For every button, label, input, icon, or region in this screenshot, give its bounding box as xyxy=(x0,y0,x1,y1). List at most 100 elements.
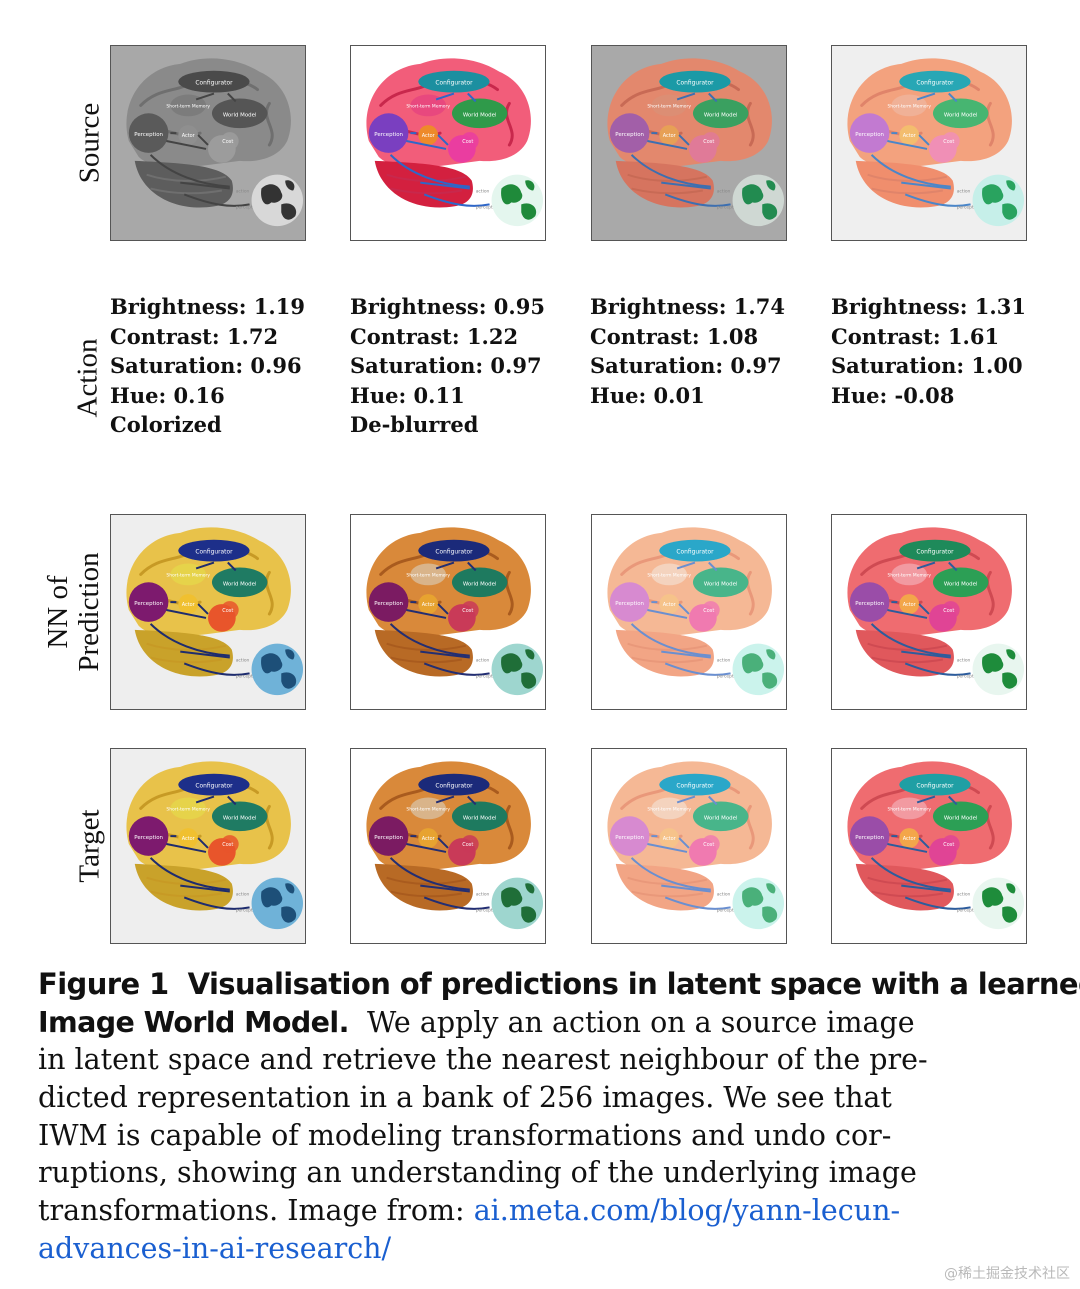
action-line: Saturation: 0.97 xyxy=(590,353,782,379)
svg-text:action: action xyxy=(717,188,731,194)
svg-text:Perception: Perception xyxy=(134,601,163,607)
svg-text:World Model: World Model xyxy=(944,112,978,118)
svg-text:Configurator: Configurator xyxy=(916,549,954,556)
svg-text:Cost: Cost xyxy=(703,608,714,614)
svg-text:World Model: World Model xyxy=(223,815,257,821)
svg-text:Actor: Actor xyxy=(422,133,436,139)
image-tile-target-3: Configurator Short-term Memory World Mod… xyxy=(591,748,787,944)
svg-text:action: action xyxy=(957,891,971,897)
svg-text:Cost: Cost xyxy=(462,608,473,614)
svg-text:action: action xyxy=(957,188,971,194)
caption-line-7-text: transformations. Image from: xyxy=(38,1194,465,1228)
image-tile-source-2: Configurator Short-term Memory World Mod… xyxy=(350,45,546,241)
svg-text:action: action xyxy=(476,891,490,897)
watermark: @稀土掘金技术社区 xyxy=(944,1266,1070,1282)
svg-text:Actor: Actor xyxy=(422,836,436,842)
svg-text:Short-term Memory: Short-term Memory xyxy=(647,103,691,109)
svg-text:Perception: Perception xyxy=(855,835,884,841)
svg-text:Configurator: Configurator xyxy=(676,783,714,790)
svg-text:Cost: Cost xyxy=(222,608,233,614)
caption-link-part1[interactable]: ai.meta.com/blog/yann-lecun- xyxy=(473,1194,901,1228)
row-label-nn-prediction-text: NN of Prediction xyxy=(42,552,105,672)
svg-text:Short-term Memory: Short-term Memory xyxy=(406,103,450,109)
svg-text:percept: percept xyxy=(717,673,734,679)
action-line: Saturation: 0.96 xyxy=(110,353,302,379)
svg-text:action: action xyxy=(957,657,971,663)
svg-text:Actor: Actor xyxy=(663,133,677,139)
svg-text:percept: percept xyxy=(476,673,493,679)
svg-text:World Model: World Model xyxy=(704,112,738,118)
svg-text:Perception: Perception xyxy=(374,601,403,607)
action-line: Saturation: 1.00 xyxy=(831,353,1023,379)
svg-text:Cost: Cost xyxy=(703,139,714,145)
caption-title-part2: Image World Model. xyxy=(38,1005,349,1039)
row-label-action-text: Action xyxy=(71,338,104,418)
caption-line-3: in latent space and retrieve the nearest… xyxy=(38,1043,928,1077)
svg-text:Cost: Cost xyxy=(462,842,473,848)
svg-text:Actor: Actor xyxy=(903,133,917,139)
svg-text:Perception: Perception xyxy=(134,132,163,138)
svg-text:Actor: Actor xyxy=(663,602,677,608)
svg-text:Cost: Cost xyxy=(943,842,954,848)
action-line: Brightness: 1.31 xyxy=(831,294,1026,319)
caption-line-1: Figure 1 Visualisation of predictions in… xyxy=(38,966,1080,1004)
svg-text:Short-term Memory: Short-term Memory xyxy=(647,572,691,578)
svg-text:Perception: Perception xyxy=(374,132,403,138)
svg-text:Perception: Perception xyxy=(134,835,163,841)
image-tile-nn-prediction-1: Configurator Short-term Memory World Mod… xyxy=(110,514,306,710)
svg-text:Cost: Cost xyxy=(222,139,233,145)
svg-text:percept: percept xyxy=(717,204,734,210)
svg-text:Actor: Actor xyxy=(663,836,677,842)
caption-line-8: advances-in-ai-research/ xyxy=(38,1230,1039,1268)
svg-text:action: action xyxy=(236,188,250,194)
svg-text:Configurator: Configurator xyxy=(435,549,473,556)
svg-text:World Model: World Model xyxy=(704,815,738,821)
row-label-source-text: Source xyxy=(73,102,106,184)
action-line: Contrast: 1.22 xyxy=(350,323,519,349)
svg-text:Perception: Perception xyxy=(855,132,884,138)
svg-text:percept: percept xyxy=(236,673,253,679)
svg-text:Short-term Memory: Short-term Memory xyxy=(887,572,931,578)
action-line: Contrast: 1.08 xyxy=(590,323,759,349)
caption-line-6: ruptions, showing an understanding of th… xyxy=(38,1156,917,1190)
image-tile-target-1: Configurator Short-term Memory World Mod… xyxy=(110,748,306,944)
svg-text:action: action xyxy=(717,891,731,897)
caption-line-4: dicted representation in a bank of 256 i… xyxy=(38,1081,892,1115)
svg-text:Cost: Cost xyxy=(462,139,473,145)
svg-text:World Model: World Model xyxy=(223,112,257,118)
action-line: Brightness: 1.74 xyxy=(590,294,785,319)
image-tile-target-4: Configurator Short-term Memory World Mod… xyxy=(831,748,1027,944)
caption-title-part1: Visualisation of predictions in latent s… xyxy=(187,967,1080,1001)
action-line: Contrast: 1.61 xyxy=(831,323,1000,349)
svg-text:percept: percept xyxy=(957,204,974,210)
svg-text:percept: percept xyxy=(476,204,493,210)
svg-text:Actor: Actor xyxy=(182,602,196,608)
action-line: Hue: -0.08 xyxy=(831,382,955,408)
svg-text:percept: percept xyxy=(717,907,734,913)
svg-text:World Model: World Model xyxy=(463,581,497,587)
svg-text:Cost: Cost xyxy=(703,842,714,848)
svg-text:World Model: World Model xyxy=(223,581,257,587)
svg-text:World Model: World Model xyxy=(944,581,978,587)
svg-text:Short-term Memory: Short-term Memory xyxy=(406,572,450,578)
action-line: De-blurred xyxy=(350,412,479,438)
svg-text:Actor: Actor xyxy=(182,133,196,139)
svg-text:action: action xyxy=(236,891,250,897)
figure-caption: Figure 1 Visualisation of predictions in… xyxy=(38,966,1080,1268)
action-line: Brightness: 1.19 xyxy=(110,294,305,319)
caption-line-2-rest: We apply an action on a source image xyxy=(366,1005,915,1039)
image-tile-nn-prediction-3: Configurator Short-term Memory World Mod… xyxy=(591,514,787,710)
action-line: Hue: 0.11 xyxy=(350,382,465,408)
svg-text:Actor: Actor xyxy=(422,602,436,608)
svg-text:Short-term Memory: Short-term Memory xyxy=(166,103,210,109)
action-column-1: Brightness: 1.19 Contrast: 1.72 Saturati… xyxy=(110,292,305,440)
svg-text:Cost: Cost xyxy=(222,842,233,848)
svg-text:World Model: World Model xyxy=(944,815,978,821)
svg-text:World Model: World Model xyxy=(463,815,497,821)
svg-text:percept: percept xyxy=(476,907,493,913)
svg-text:Configurator: Configurator xyxy=(676,549,714,556)
svg-text:Actor: Actor xyxy=(903,602,917,608)
action-line: Contrast: 1.72 xyxy=(110,323,279,349)
caption-link-part2[interactable]: advances-in-ai-research/ xyxy=(38,1231,392,1265)
svg-text:Perception: Perception xyxy=(615,132,644,138)
